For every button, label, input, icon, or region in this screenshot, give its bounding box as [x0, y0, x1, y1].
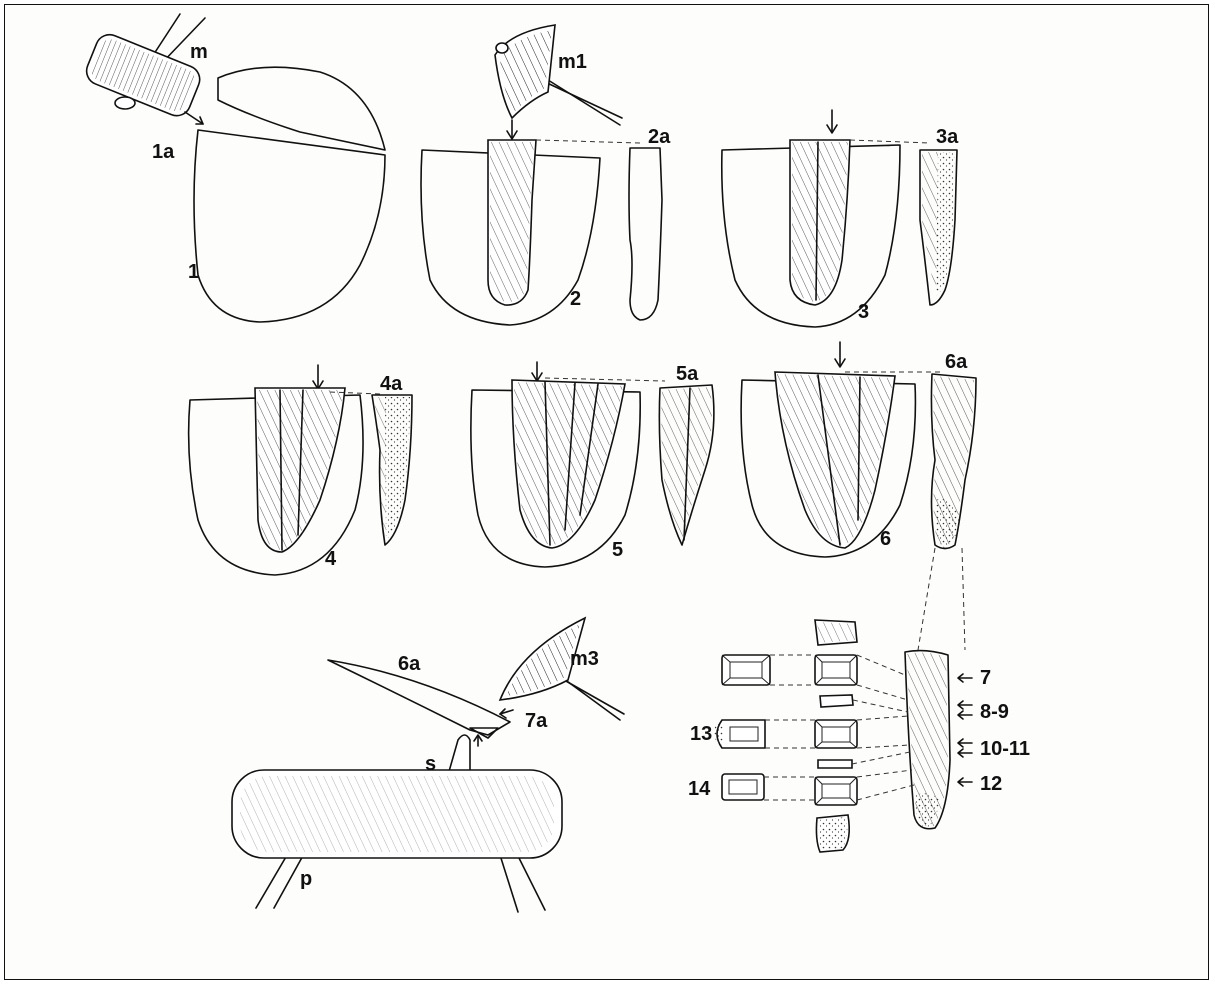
- segmented-blade: [905, 651, 950, 829]
- label-1: 1: [188, 261, 199, 283]
- label-4: 4: [325, 548, 337, 570]
- hammer-m: [82, 14, 205, 120]
- hammer-m1: [495, 25, 622, 125]
- core-4: [189, 388, 363, 575]
- label-2a: 2a: [648, 126, 671, 148]
- section-14: [722, 774, 764, 800]
- label-3a: 3a: [936, 126, 959, 148]
- label-3: 3: [858, 301, 869, 323]
- label-8-9: 8-9: [980, 701, 1009, 723]
- blade-2a: [629, 148, 662, 320]
- label-6a: 6a: [945, 351, 968, 373]
- blade-3a: [920, 150, 957, 305]
- core-3: [722, 140, 900, 327]
- label-p: p: [300, 868, 312, 890]
- label-4a: 4a: [380, 373, 403, 395]
- label-5: 5: [612, 539, 623, 561]
- label-2: 2: [570, 288, 581, 310]
- blade-6a: [931, 374, 976, 549]
- label-5a: 5a: [676, 363, 699, 385]
- label-14: 14: [688, 778, 711, 800]
- label-7: 7: [980, 667, 991, 689]
- segment-column: [815, 620, 857, 852]
- label-m: m: [190, 41, 208, 63]
- label-m1: m1: [558, 51, 587, 73]
- nodule-1: [194, 67, 385, 322]
- label-1a: 1a: [152, 141, 175, 163]
- blade-4a: [372, 395, 412, 545]
- label-m3: m3: [570, 648, 599, 670]
- blade-5a: [659, 385, 714, 545]
- label-7a: 7a: [525, 710, 548, 732]
- hammer-m3: [500, 618, 624, 720]
- section-13: [714, 720, 765, 748]
- segment-markers: [958, 674, 972, 786]
- section-profile-7: [722, 655, 770, 685]
- label-6a-bottom: 6a: [398, 653, 421, 675]
- label-12: 12: [980, 773, 1002, 795]
- label-10-11: 10-11: [980, 738, 1030, 760]
- label-6: 6: [880, 528, 891, 550]
- label-13: 13: [690, 723, 712, 745]
- anvil-log: [232, 770, 562, 912]
